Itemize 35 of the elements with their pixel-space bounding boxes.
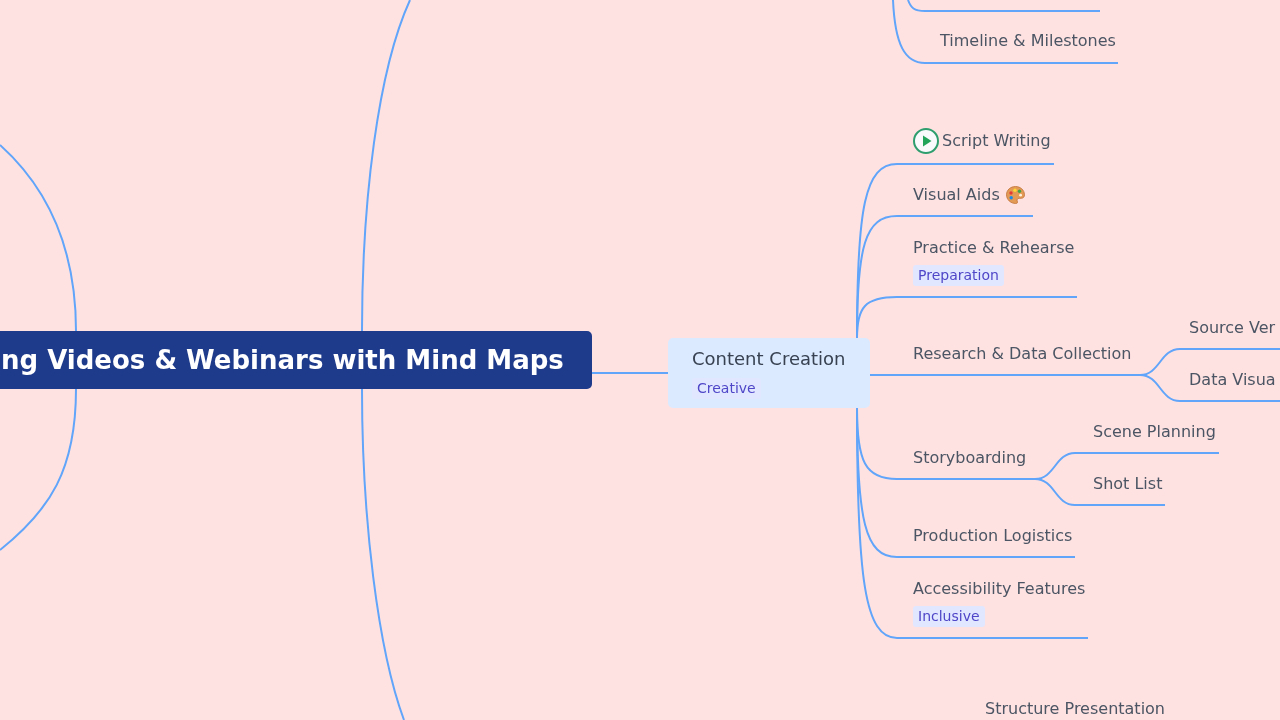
topic-text: Scene Planning <box>1093 421 1216 443</box>
topic-text: Practice & Rehearse <box>913 237 1075 259</box>
connector-line <box>1034 478 1076 506</box>
connector-line <box>869 374 898 376</box>
tag-label: Preparation <box>913 265 1004 286</box>
topic-text: Visual Aids <box>913 184 1000 206</box>
topic-text: Source Ver <box>1189 317 1276 339</box>
connector-line <box>856 407 898 639</box>
branch-underline <box>925 10 1100 12</box>
connector-line <box>590 372 669 374</box>
connector-line <box>0 388 77 551</box>
branch-topic <box>897 130 1054 165</box>
connector-line <box>907 0 926 12</box>
connector-line <box>856 296 898 339</box>
root-title: ng Videos & Webinars with Mind Maps <box>1 345 564 375</box>
topic-title: Content Creation <box>692 348 846 369</box>
topic-box <box>668 338 870 408</box>
tag-label: Inclusive <box>913 606 985 627</box>
topic-text: Research & Data Collection <box>913 343 1132 365</box>
tag-label: Creative <box>692 378 761 399</box>
topic-text: Accessibility Features <box>913 578 1086 600</box>
topic-text: Shot List <box>1093 473 1163 495</box>
topic-text: Timeline & Milestones <box>940 30 1116 52</box>
topic-text: Data Visua <box>1189 369 1276 391</box>
root-topic <box>0 331 592 389</box>
topic-text: Production Logistics <box>913 525 1073 547</box>
topic-text: Script Writing <box>942 130 1051 152</box>
connector-line <box>1139 374 1181 402</box>
topic-text: Storyboarding <box>913 447 1027 469</box>
connector-line <box>892 0 926 64</box>
topic-text: Structure Presentation <box>985 699 1165 718</box>
branch-topic <box>897 184 1033 217</box>
connector-line <box>361 388 405 720</box>
connector-line <box>361 0 411 332</box>
connector-line <box>0 144 77 332</box>
